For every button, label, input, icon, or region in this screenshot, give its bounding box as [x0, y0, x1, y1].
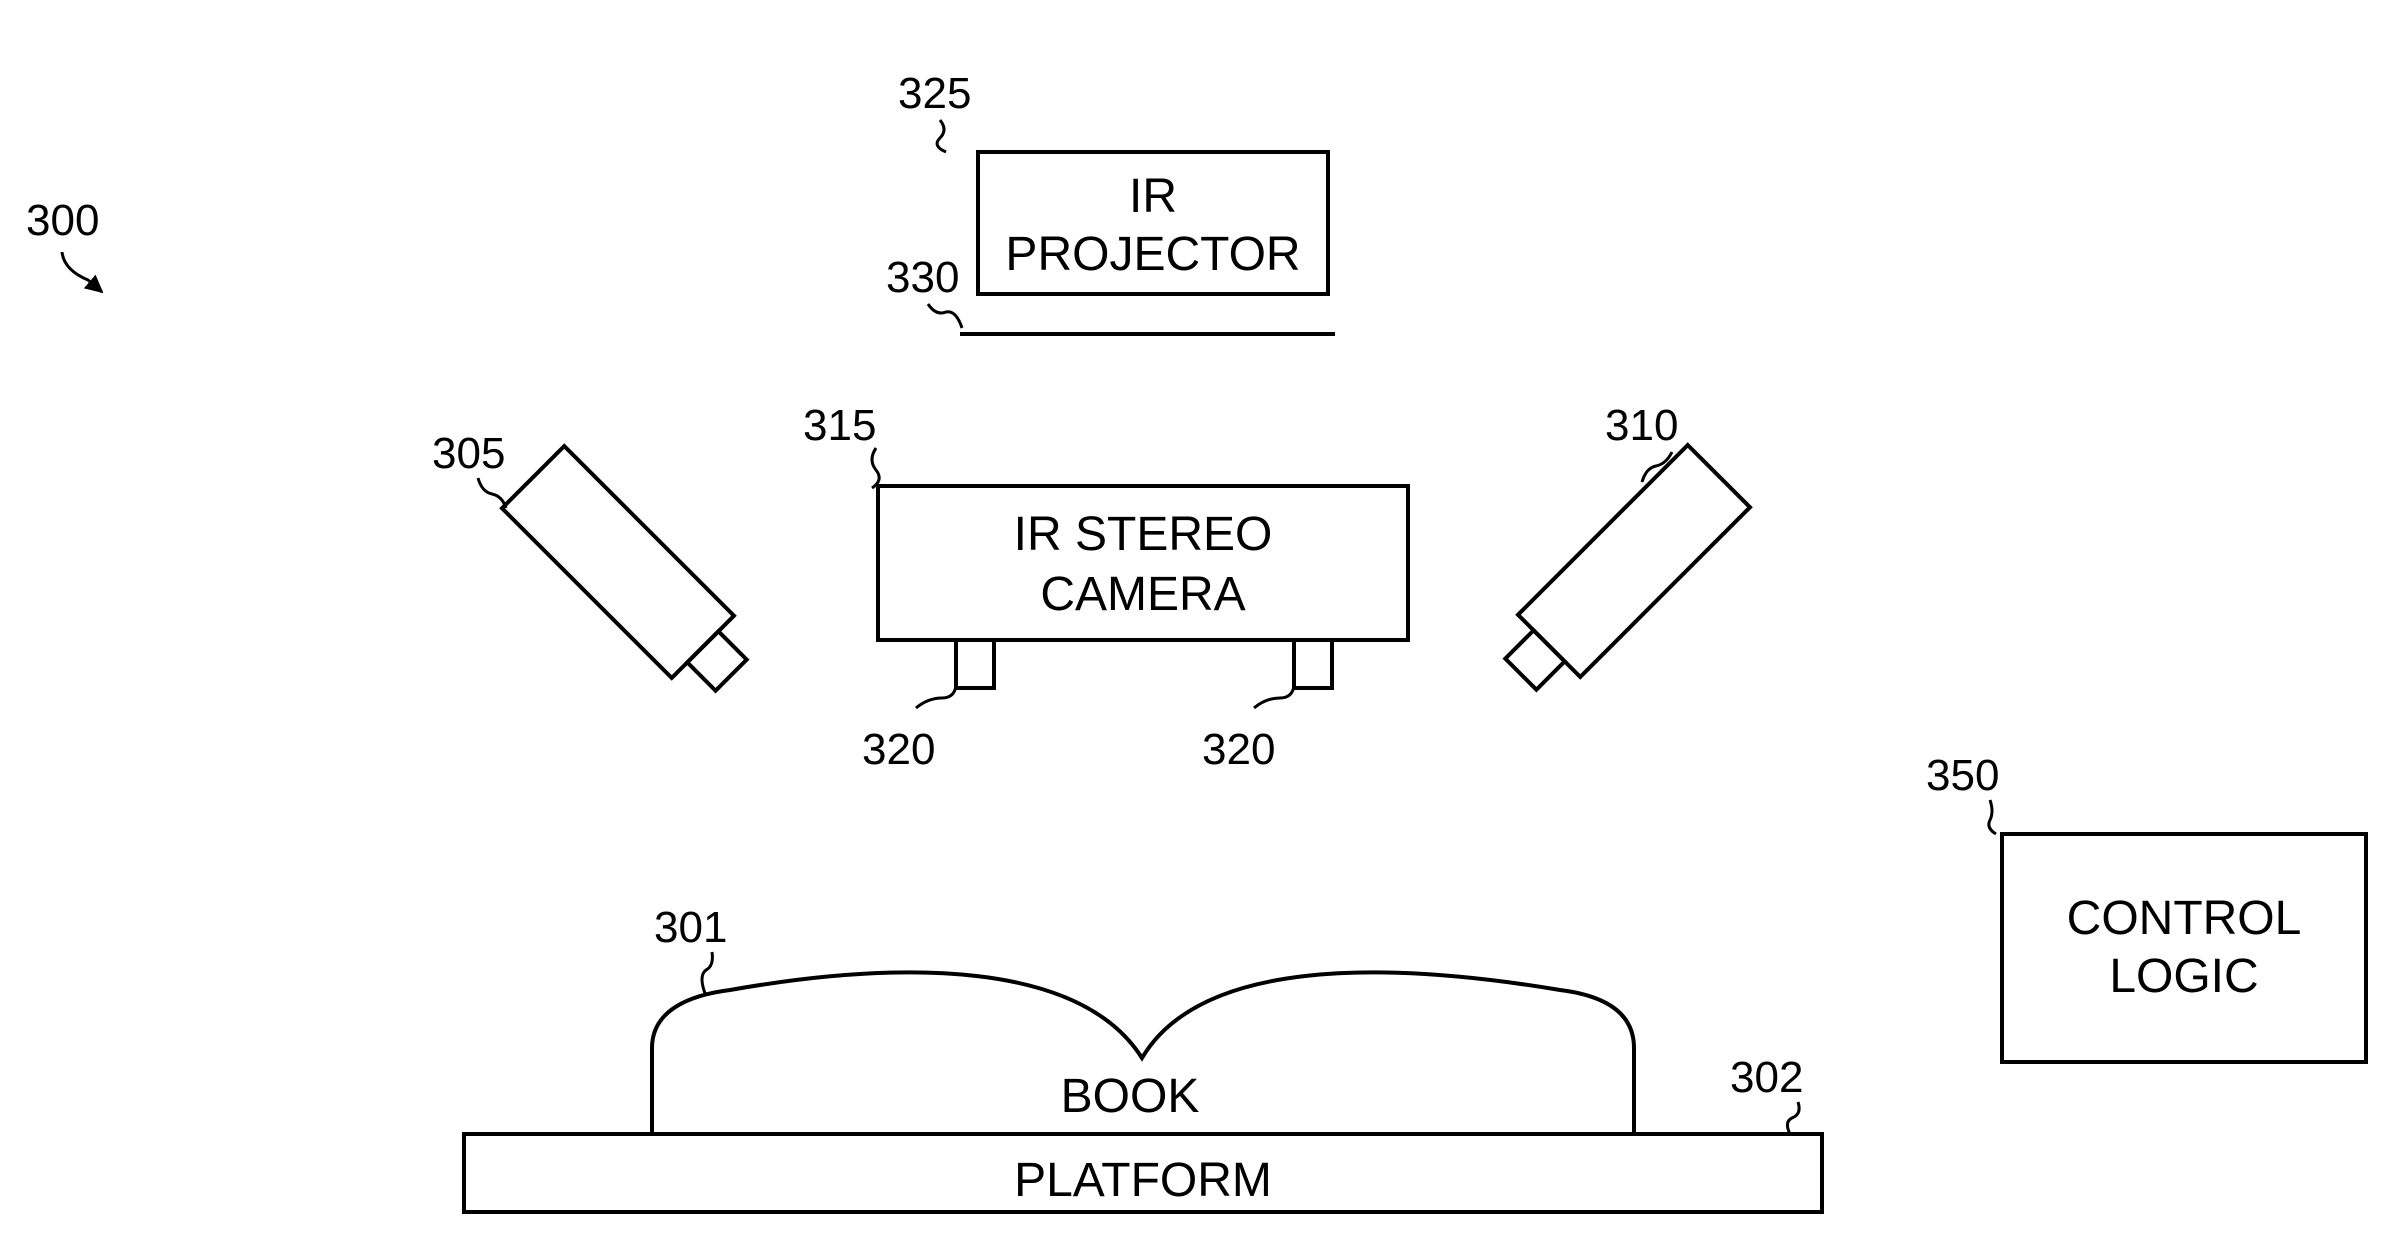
control-logic-label-line2: LOGIC	[2109, 950, 2258, 1003]
projector-ref: 325	[898, 69, 971, 118]
camera-right-ref: 310	[1605, 401, 1678, 450]
camera-right-leader	[1640, 451, 1674, 483]
left-camera	[499, 443, 750, 694]
ir-stereo-camera-box	[876, 484, 1410, 642]
control-logic-box	[2000, 832, 2368, 1064]
control-logic-ref: 350	[1926, 751, 1999, 800]
right-camera-body	[1515, 442, 1753, 680]
stereo-lens-right-ref: 320	[1202, 725, 1275, 774]
platform-ref: 302	[1730, 1053, 1803, 1102]
control-logic-label-line1: CONTROL	[2067, 892, 2302, 945]
camera-left-leader	[476, 477, 508, 509]
stereo-camera-leader	[870, 447, 881, 490]
left-camera-body	[499, 443, 737, 681]
stereo-camera-ref: 315	[803, 401, 876, 450]
stereo-lens-right-leader	[1253, 685, 1296, 710]
stereo-camera-label-line2: CAMERA	[1040, 568, 1245, 621]
stereo-lens-left-leader	[915, 685, 958, 710]
stereo-lens-left-ref: 320	[862, 725, 935, 774]
book-ref: 301	[654, 903, 727, 952]
left-camera-lens	[684, 628, 750, 694]
projector-label-line1: IR	[1129, 170, 1177, 223]
platform-box	[462, 1132, 1824, 1214]
platform-label: PLATFORM	[1014, 1154, 1272, 1207]
figure-ref: 300	[26, 196, 99, 245]
projector-label-line2: PROJECTOR	[1005, 228, 1300, 281]
platform-leader	[1785, 1101, 1801, 1135]
book-leader	[700, 951, 714, 997]
control-logic-leader	[1987, 799, 1997, 836]
projector-leader	[935, 119, 947, 154]
camera-left-ref: 305	[432, 429, 505, 478]
figure-ref-arrow	[60, 251, 104, 294]
right-camera-lens	[1502, 627, 1568, 693]
stereo-camera-label-line1: IR STEREO	[1014, 508, 1273, 561]
stereo-lens-left	[954, 638, 996, 690]
book-label: BOOK	[1061, 1070, 1200, 1123]
projector-line-ref: 330	[886, 253, 959, 302]
right-camera	[1502, 442, 1753, 693]
projector-line-leader	[926, 303, 964, 329]
book-outline	[650, 970, 1636, 1134]
ir-projector-box	[976, 150, 1330, 296]
stereo-lens-right	[1292, 638, 1334, 690]
